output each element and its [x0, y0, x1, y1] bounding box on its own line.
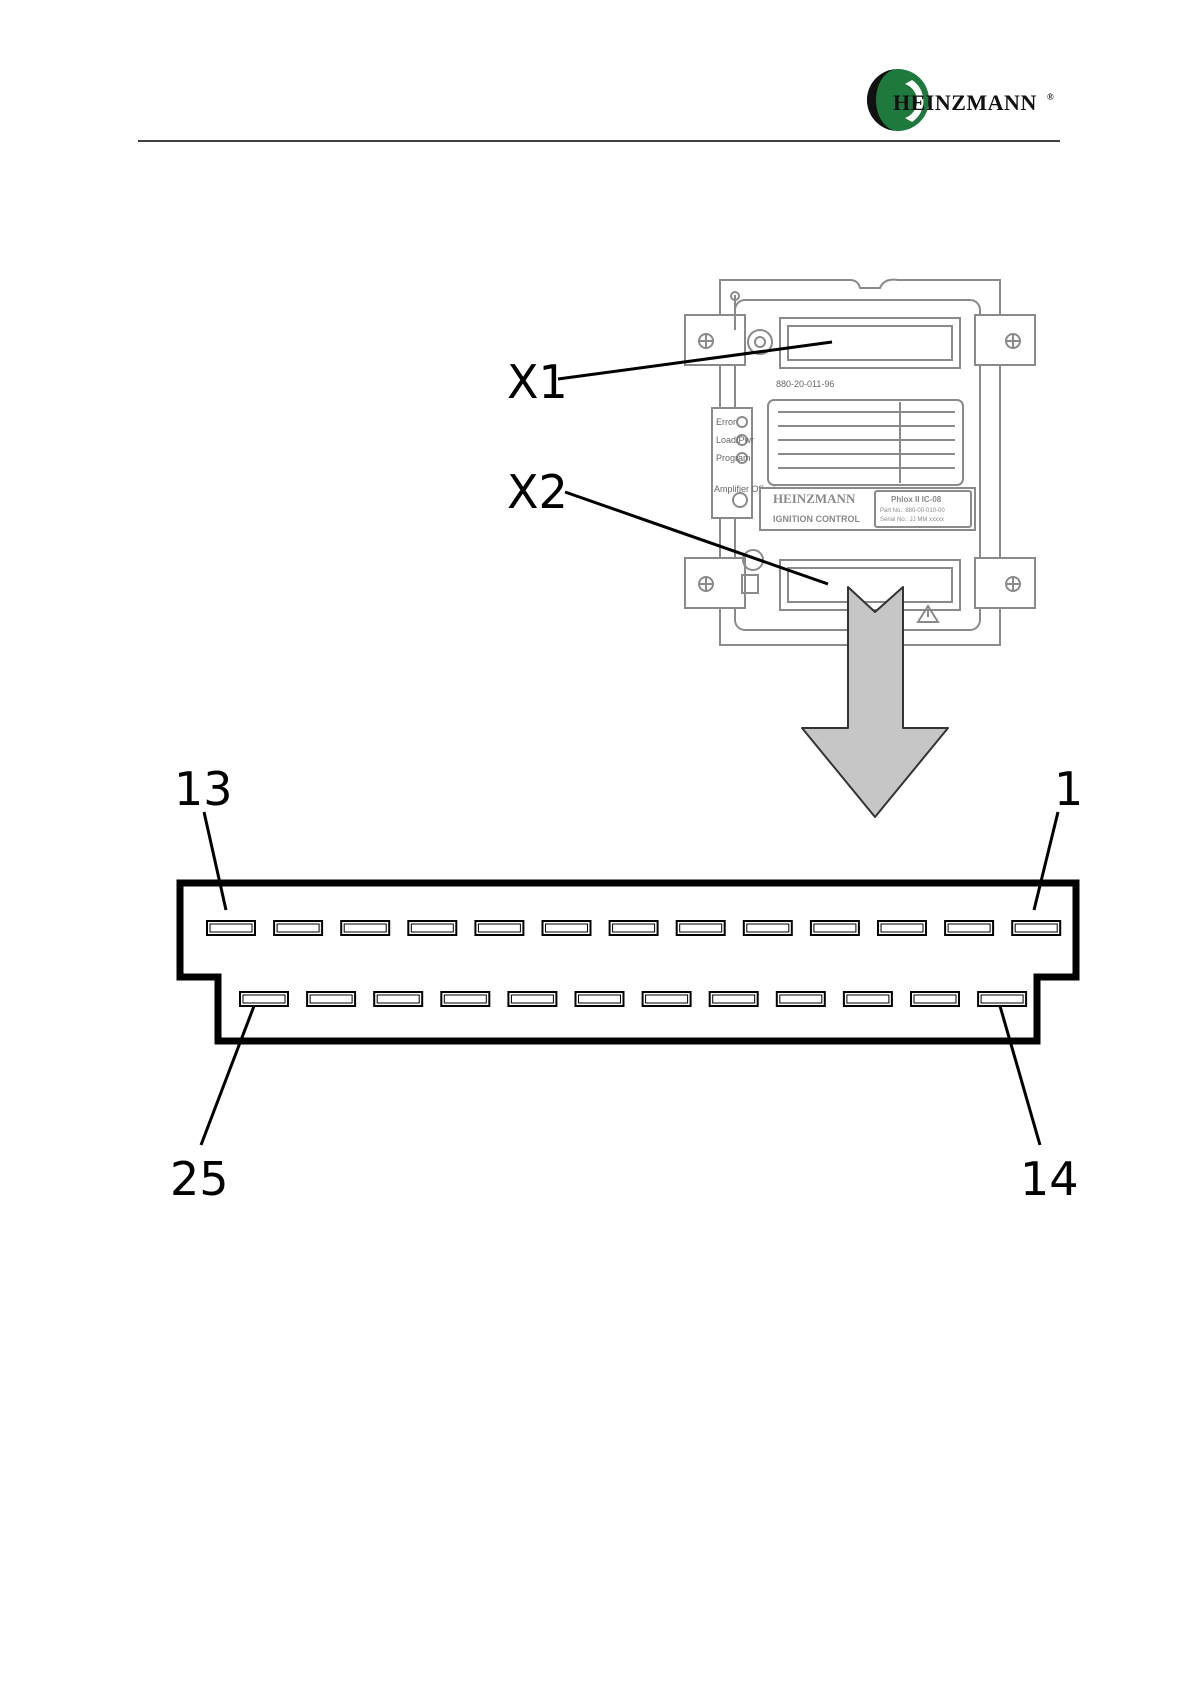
registered-mark: ® [1047, 92, 1054, 102]
callout-label-x1: X1 [507, 355, 568, 409]
mounting-bracket-bottom-right [975, 558, 1035, 608]
led-label-load: Load/Pwr [716, 435, 754, 445]
pin-slot-1 [1012, 921, 1060, 935]
callout-label-x2: X2 [507, 465, 568, 519]
pin-slot-14 [978, 992, 1026, 1006]
mounting-bracket-bottom-left [685, 558, 745, 608]
pin-slot-16 [844, 992, 892, 1006]
device-product-line: IGNITION CONTROL [773, 514, 860, 524]
pin-label-13: 13 [174, 762, 233, 816]
pin-slot-22 [441, 992, 489, 1006]
device-board-code: 880-20-011-96 [776, 379, 834, 389]
pin-label-14: 14 [1020, 1152, 1079, 1206]
mounting-bracket-top-right [975, 315, 1035, 365]
pin-slot-12 [274, 921, 322, 935]
pin-slot-13 [207, 921, 255, 935]
pin-slot-21 [508, 992, 556, 1006]
device-part-no: Part No.: 880-00-010-00 [880, 508, 945, 514]
pin-slot-7 [610, 921, 658, 935]
device-serial-no: Serial No.: JJ MM xxxxx [880, 517, 944, 523]
pin-label-1: 1 [1054, 762, 1083, 816]
pin-slot-17 [777, 992, 825, 1006]
device-brand: HEINZMANN [773, 491, 856, 506]
device-model: Phlox II IC-08 [891, 495, 942, 504]
pin-slot-18 [710, 992, 758, 1006]
pin-slot-15 [911, 992, 959, 1006]
pin-slot-10 [408, 921, 456, 935]
header-logo: HEINZMANN ® [867, 69, 1054, 131]
connector-outline [180, 883, 1076, 1041]
pin-slot-3 [878, 921, 926, 935]
pin-slot-24 [307, 992, 355, 1006]
pin-slot-23 [374, 992, 422, 1006]
pin-slot-19 [643, 992, 691, 1006]
pin-slot-2 [945, 921, 993, 935]
device-illustration: 880-20-011-96 Error Load/Pwr Program Amp… [685, 280, 1035, 645]
pin-slot-4 [811, 921, 859, 935]
pin-slot-20 [576, 992, 624, 1006]
pin-slot-11 [341, 921, 389, 935]
led-label-program: Program [716, 453, 751, 463]
pin-slot-9 [475, 921, 523, 935]
pin-slot-5 [744, 921, 792, 935]
pin-label-25: 25 [170, 1152, 229, 1206]
pin-slot-8 [543, 921, 591, 935]
header-brand-text: HEINZMANN [893, 90, 1037, 115]
led-label-error: Error [716, 417, 736, 427]
pin-slot-25 [240, 992, 288, 1006]
pin-slot-6 [677, 921, 725, 935]
